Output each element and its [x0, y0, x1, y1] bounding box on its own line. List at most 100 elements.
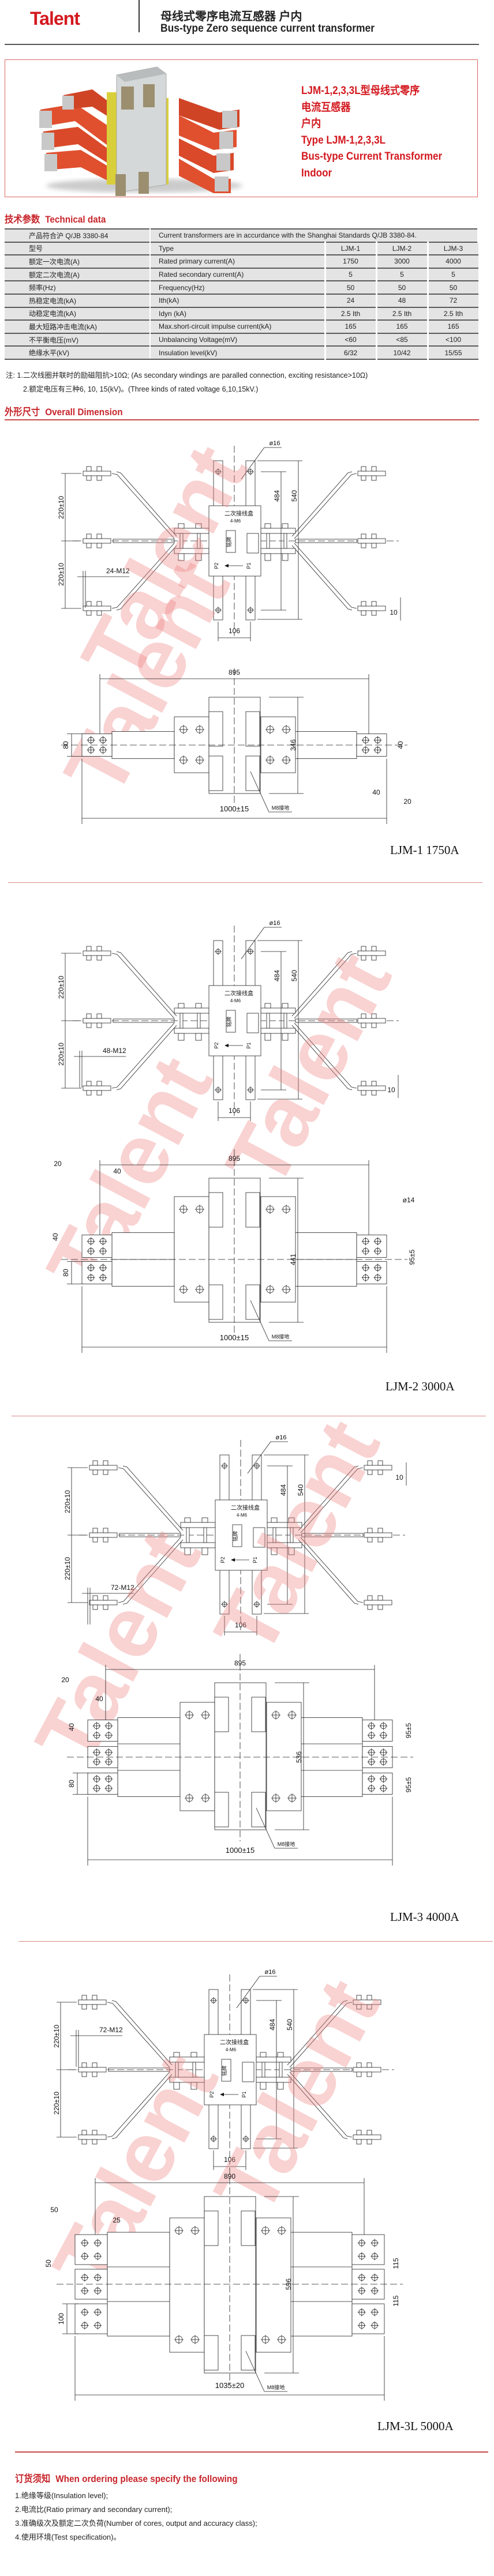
mounting-channel	[245, 755, 260, 791]
note-2: 2.额定电压有三种6, 10, 15(kV)。(Three kinds of r…	[23, 385, 259, 393]
dimension-label: 80	[62, 741, 70, 749]
order-item: 2.电流比(Ratio primary and secondary curren…	[15, 2505, 173, 2514]
dimension-label: 106	[229, 627, 240, 635]
nut	[86, 610, 92, 616]
dimension-line	[241, 447, 265, 480]
mounting-channel	[245, 711, 260, 747]
dimension-label: 106	[235, 1621, 246, 1629]
bolt-head	[178, 1003, 185, 1009]
terminal-block	[242, 2062, 255, 2082]
bolt-head	[366, 2130, 372, 2135]
bolt-head	[371, 1081, 377, 1086]
diagonal-bus	[116, 1025, 177, 1090]
nut	[288, 1547, 295, 1555]
bolt-head	[195, 523, 202, 529]
cell-param-cn: 额定二次电流(A)	[5, 267, 151, 281]
terminal-pad	[83, 538, 111, 544]
bolt-head	[356, 2130, 362, 2135]
product-line: LJM-1,2,3,3L型母线式零序	[301, 85, 420, 97]
product-box	[5, 59, 478, 197]
mounting-channel	[241, 2210, 256, 2246]
dimension-label: 二次接线盒	[220, 2039, 249, 2046]
diagonal-bus	[298, 1465, 359, 1531]
dimension-label: 484	[273, 970, 281, 981]
diagonal-bus	[118, 1537, 181, 1603]
bolt-head	[92, 1460, 98, 1466]
nut	[271, 1547, 278, 1555]
cell-value: 5	[428, 267, 478, 281]
divider	[18, 1941, 493, 1942]
clamp-stud	[272, 1527, 276, 1543]
clamp-plate	[256, 2217, 291, 2353]
terminal-pad	[83, 950, 111, 956]
terminal-pad	[74, 2234, 108, 2265]
bolt-head	[96, 533, 102, 539]
nut	[264, 1033, 271, 1041]
clamp-stud	[266, 533, 270, 549]
cell-value: 5	[376, 267, 429, 281]
dimension-label: 20	[61, 1676, 69, 1684]
nut	[282, 1033, 289, 1041]
terminal-pad	[78, 2067, 107, 2073]
terminal-pad	[357, 471, 386, 476]
nut	[371, 1022, 377, 1028]
nut	[371, 955, 377, 961]
product-name-block: LJM-1,2,3,3L型母线式零序 电流互感器 户内 Type LJM-1,2…	[301, 83, 458, 182]
nut	[81, 2004, 87, 2010]
dimension-label: 895	[229, 668, 240, 676]
title-cn: 母线式零序电流互感器 户内	[160, 10, 302, 23]
nut	[96, 1090, 102, 1096]
dimension-label: 596	[285, 2278, 293, 2290]
nut	[361, 543, 366, 548]
diagonal-bus	[291, 1025, 353, 1090]
dimension-label: P1	[246, 562, 252, 569]
terminal-pad	[81, 1235, 113, 1258]
tech-heading-en: Technical data	[45, 214, 106, 225]
talent-logo: Talent	[30, 8, 80, 29]
nut	[371, 475, 377, 481]
dimension-label: 536	[295, 1751, 303, 1763]
dimension-label: 72-M12	[111, 1584, 134, 1592]
nut	[361, 1022, 366, 1028]
clamp-stud	[197, 533, 201, 549]
diagonal-bus	[294, 953, 357, 1019]
bolt-head	[377, 1460, 383, 1466]
cell-value: 5	[325, 267, 377, 281]
nut	[96, 543, 102, 548]
bolt-head	[184, 1517, 191, 1523]
dimension-label: 铭牌	[221, 2066, 227, 2076]
terminal-pad	[362, 1720, 393, 1742]
dimension-label: 40	[51, 1233, 59, 1241]
mounting-channel	[208, 711, 223, 747]
cell-param-en: Frequency(Hz)	[149, 280, 326, 294]
nut	[103, 1537, 108, 1543]
cell-value: LJM-3	[428, 241, 478, 255]
terminal-pad	[353, 2134, 381, 2140]
terminal-pad	[356, 1235, 387, 1258]
nut	[366, 2071, 372, 2077]
cell-param-cn: 额定一次电流(A)	[5, 254, 151, 268]
terminal-block	[246, 533, 259, 554]
nut	[371, 543, 377, 548]
nut	[92, 1537, 98, 1543]
cell-param-en: Unbalancing Voltage(mV)	[149, 332, 326, 347]
bolt-head	[81, 1995, 87, 2000]
dimension-label: 220±10	[57, 563, 65, 586]
dimension-label: 95±5	[405, 1723, 413, 1738]
dimension-label: 二次接线盒	[231, 1504, 260, 1511]
dimension-label: 50	[44, 2259, 53, 2267]
clamp-plate	[169, 2217, 205, 2353]
dimension-label: 40	[113, 1167, 121, 1175]
nut	[103, 1469, 108, 1475]
dimension-label: 4-M6	[230, 998, 241, 1003]
bolt-head	[371, 466, 377, 472]
dimension-line	[250, 1300, 270, 1341]
dimension-label: P2	[209, 2091, 215, 2097]
diagonal-bus	[294, 543, 357, 609]
nut	[366, 2004, 372, 2010]
nut	[356, 2071, 362, 2077]
nut	[282, 553, 289, 561]
terminal-pad	[87, 1773, 118, 1795]
